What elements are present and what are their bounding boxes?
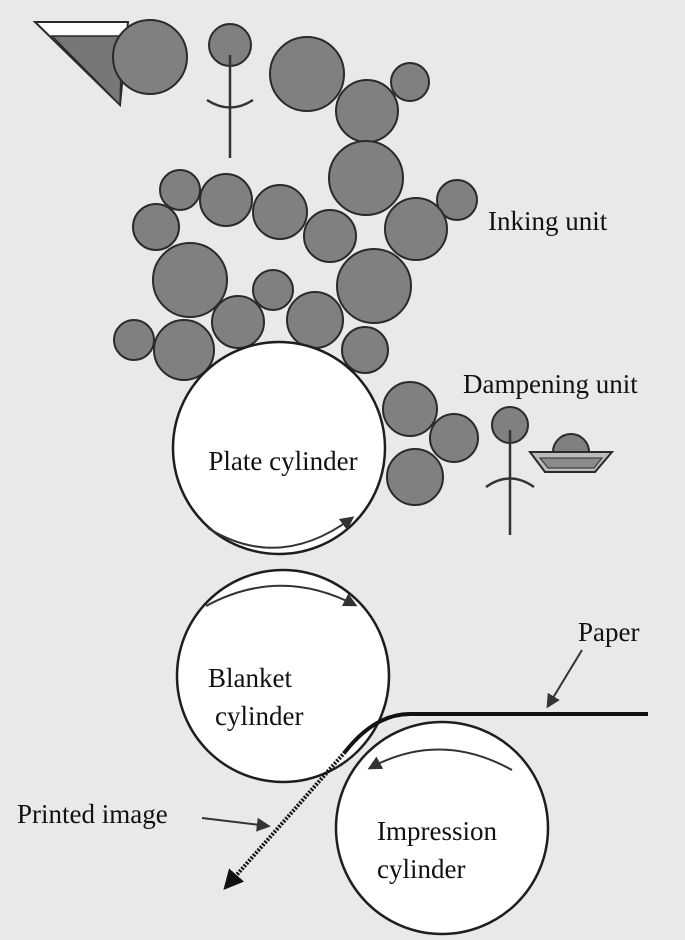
water-fountain (528, 433, 615, 473)
printed-image-label: Printed image (17, 799, 168, 829)
printed-image-pointer (201, 817, 271, 832)
inking-unit-rollers (112, 19, 478, 381)
dampening-unit-label: Dampening unit (463, 369, 638, 399)
ink-roller (286, 291, 344, 349)
blanket-cylinder-label-line2: cylinder (215, 701, 303, 731)
ink-roller (252, 184, 308, 240)
ink-roller (269, 36, 345, 112)
ink-roller (211, 295, 265, 349)
impression-cylinder (334, 720, 550, 936)
ink-roller (341, 326, 389, 374)
dampening-oscillator-symbol (485, 430, 535, 535)
ink-roller (199, 173, 253, 227)
blanket-cylinder-label-line1: Blanket (208, 663, 292, 693)
blanket-cylinder (175, 568, 391, 784)
dampening-roller (429, 413, 479, 463)
impression-cylinder-label-line1: Impression (377, 816, 497, 846)
paper-path (223, 712, 648, 891)
ink-roller (159, 169, 201, 211)
ink-oscillator-symbol (206, 55, 254, 158)
impression-cylinder-label-line2: cylinder (377, 854, 465, 884)
ink-roller (436, 179, 478, 221)
ink-roller (328, 140, 404, 216)
dampening-unit-rollers (382, 381, 529, 506)
ink-roller (152, 242, 228, 318)
ink-roller (132, 203, 180, 251)
ink-roller (153, 319, 215, 381)
ink-roller (252, 269, 294, 311)
ink-roller (303, 209, 357, 263)
paper-pointer (546, 649, 583, 709)
ink-roller (335, 79, 399, 143)
plate-cylinder-label: Plate cylinder (208, 446, 357, 476)
printed-paper-arrow (223, 750, 347, 891)
inking-unit-label: Inking unit (488, 206, 608, 236)
ink-roller (113, 319, 155, 361)
blanket-rotation-arrow (205, 584, 358, 607)
ink-fountain (32, 21, 130, 108)
plate-cylinder (171, 340, 387, 556)
plate-rotation-arrow (207, 516, 355, 549)
ink-roller (384, 197, 448, 261)
ink-roller (390, 62, 430, 102)
dampening-roller (382, 381, 438, 437)
impression-rotation-arrow (367, 748, 513, 771)
paper-label: Paper (578, 617, 639, 647)
ink-roller (112, 19, 188, 95)
dampening-roller (386, 448, 444, 506)
ink-roller (336, 248, 412, 324)
